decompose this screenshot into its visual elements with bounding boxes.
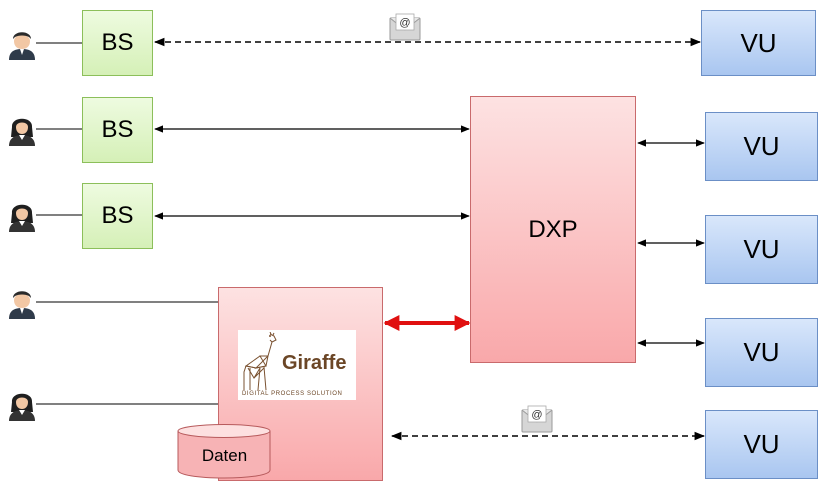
dxp-label: DXP xyxy=(528,215,578,243)
bs-box-2[interactable]: BS xyxy=(82,97,153,163)
user-avatar-icon xyxy=(9,118,35,146)
bs-label: BS xyxy=(101,116,134,143)
email-envelope-icon: @ xyxy=(521,405,553,433)
vu-label: VU xyxy=(743,234,780,264)
vu-label: VU xyxy=(743,429,780,459)
bs-label: BS xyxy=(101,29,134,56)
user-avatar-icon xyxy=(9,204,35,232)
vu-box-4[interactable]: VU xyxy=(705,318,818,387)
user-avatar-icon xyxy=(9,393,35,421)
bs-box-3[interactable]: BS xyxy=(82,183,153,249)
email-envelope-icon: @ xyxy=(389,13,421,41)
vu-label: VU xyxy=(743,337,780,367)
giraffe-logo-text: Giraffe xyxy=(282,352,347,374)
bs-box-1[interactable]: BS xyxy=(82,10,153,76)
giraffe-logo: Giraffe DIGITAL PROCESS SOLUTION xyxy=(238,330,356,400)
user-avatar-icon xyxy=(9,291,35,319)
vu-box-2[interactable]: VU xyxy=(705,112,818,181)
dxp-box[interactable]: DXP xyxy=(470,96,636,363)
svg-text:@: @ xyxy=(531,409,542,421)
database-label: Daten xyxy=(201,446,248,465)
vu-box-1[interactable]: VU xyxy=(701,10,816,76)
vu-label: VU xyxy=(740,27,777,58)
svg-text:@: @ xyxy=(399,17,410,29)
giraffe-icon xyxy=(243,332,277,391)
giraffe-logo-subtitle: DIGITAL PROCESS SOLUTION xyxy=(242,391,343,397)
bs-label: BS xyxy=(101,202,134,229)
database-cylinder-icon xyxy=(177,424,271,479)
vu-box-3[interactable]: VU xyxy=(705,215,818,284)
vu-label: VU xyxy=(743,131,780,161)
user-avatar-icon xyxy=(9,32,35,60)
vu-box-5[interactable]: VU xyxy=(705,410,818,479)
